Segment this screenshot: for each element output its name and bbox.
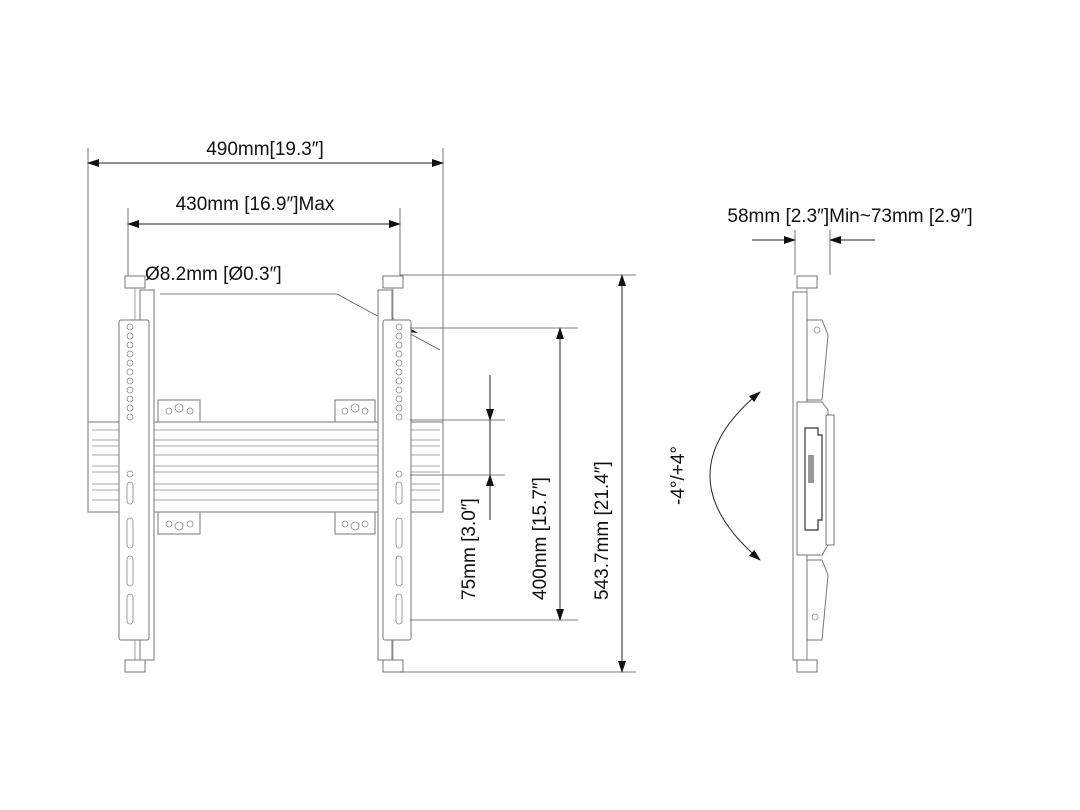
max-hole-spacing-label: 430mm [16.9″]Max [176, 194, 335, 215]
depth-dimension: 58mm [2.3″]Min~73mm [2.9″] [727, 206, 973, 275]
vertical-hole-span-dimension: 400mm [15.7″] [410, 327, 578, 621]
rail-spacing-dimension: 75mm [3.0″] [410, 375, 505, 600]
side-bracket-profile [792, 275, 835, 673]
overall-height-dimension: 543.7mm [21.4″] [400, 274, 636, 673]
right-vertical-bracket [377, 275, 412, 673]
hole-diameter-label: Ø8.2mm [Ø0.3″] [145, 264, 282, 285]
left-vertical-bracket [118, 275, 155, 673]
tilt-indicator: -4°/+4° [668, 391, 761, 561]
overall-width-dimension: 490mm[19.3″] [87, 139, 444, 422]
max-hole-spacing-dimension: 430mm [16.9″]Max [127, 194, 401, 282]
rail-spacing-label: 75mm [3.0″] [459, 498, 480, 600]
vertical-hole-span-label: 400mm [15.7″] [530, 477, 551, 600]
side-view: 58mm [2.3″]Min~73mm [2.9″] -4°/+4° [668, 206, 973, 673]
depth-label: 58mm [2.3″]Min~73mm [2.9″] [727, 206, 972, 227]
overall-width-label: 490mm[19.3″] [206, 139, 324, 160]
tilt-range-label: -4°/+4° [668, 446, 689, 505]
overall-height-label: 543.7mm [21.4″] [592, 461, 613, 600]
front-view: 490mm[19.3″] 430mm [16.9″]Max Ø8.2mm [Ø0… [87, 139, 636, 673]
